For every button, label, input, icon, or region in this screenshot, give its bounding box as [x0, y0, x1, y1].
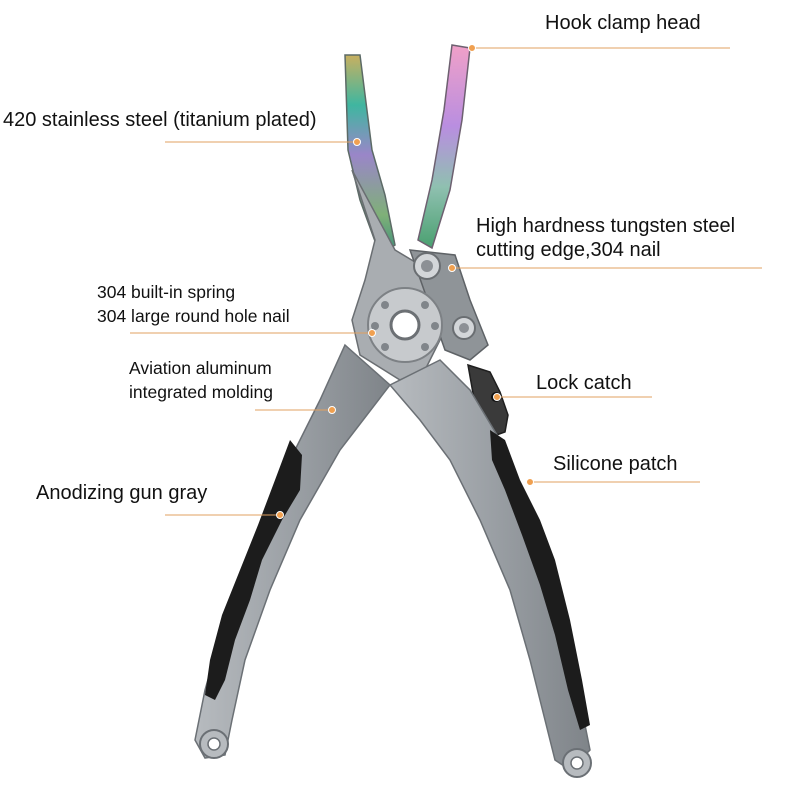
jaws [344, 44, 471, 257]
label-anodizing-gun-gray: Anodizing gun gray [36, 482, 208, 504]
label-built-in-spring: 304 built-in spring 304 large round hole… [97, 282, 290, 326]
label-hook-clamp-head: Hook clamp head [545, 12, 701, 34]
left-jaw [344, 54, 396, 257]
label-lock-catch: Lock catch [536, 372, 632, 394]
pliers-head [351, 169, 489, 381]
label-stainless-steel: 420 stainless steel (titanium plated) [3, 109, 317, 131]
right-jaw [417, 44, 471, 250]
left-handle-metal [194, 343, 392, 759]
leader-dots [276, 44, 534, 519]
pivot-hole [389, 309, 421, 341]
right-grip [490, 430, 590, 730]
right-handle [388, 359, 592, 778]
label-aviation-aluminum: Aviation aluminum integrated molding [129, 358, 273, 402]
left-grip [205, 440, 302, 700]
leader-lines [130, 47, 762, 516]
label-silicone-patch: Silicone patch [553, 453, 678, 475]
left-handle [194, 343, 392, 759]
label-tungsten-cutting-edge: High hardness tungsten steel cutting edg… [476, 215, 736, 261]
